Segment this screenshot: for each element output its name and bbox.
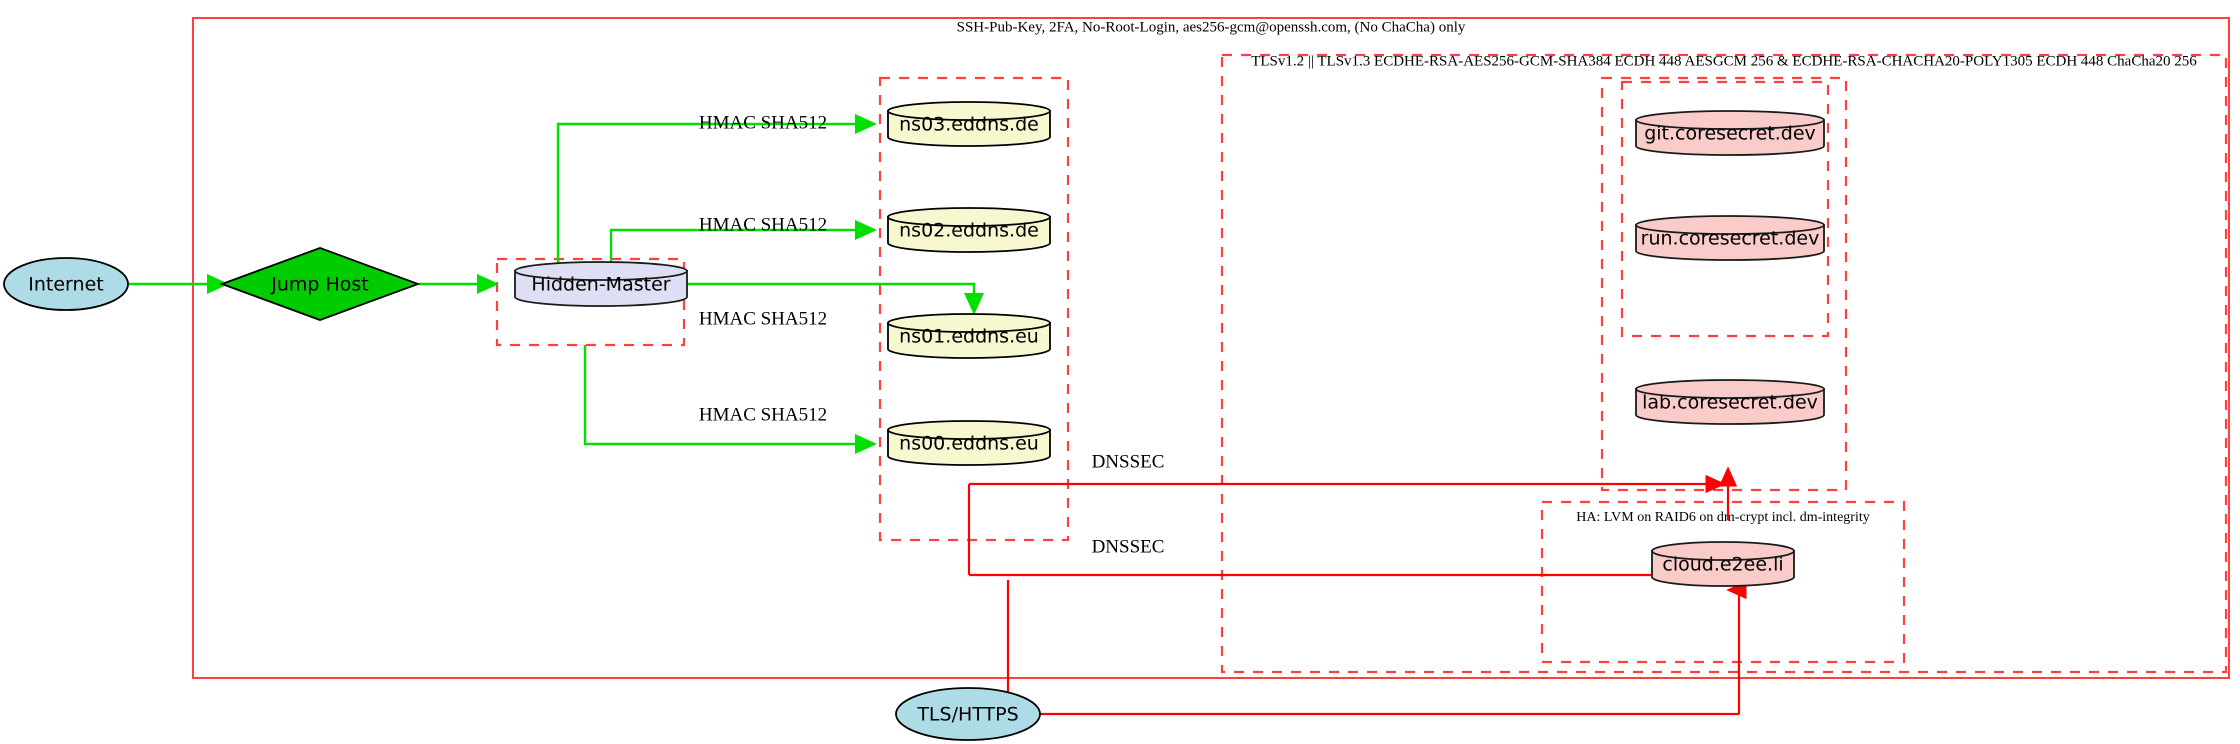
edge-hiddenmaster-to-ns03 <box>556 124 873 266</box>
edge-label-hmac-ns02: HMAC SHA512 <box>699 214 827 235</box>
ns00-body[interactable] <box>887 429 1051 466</box>
edge-hiddenmaster-to-ns01 <box>686 282 974 311</box>
ssh-outer-label: SSH-Pub-Key, 2FA, No-Root-Login, aes256-… <box>957 19 1466 35</box>
git-label: git.coresecret.dev <box>1644 123 1816 145</box>
cluster-nameservers <box>878 76 1070 542</box>
node-cloud-e2ee[interactable]: cloud.e2ee.li <box>1651 541 1795 587</box>
ha-cluster-boundary <box>1540 500 1906 664</box>
coresecret-inner-boundary <box>1620 80 1830 338</box>
cluster-tls: TLSv1.2 || TLSv1.3 ECDHE-RSA-AES256-GCM-… <box>1220 53 2228 674</box>
edge-label-dnssec-lower: DNSSEC <box>1092 536 1165 557</box>
lab-top[interactable] <box>1635 379 1825 399</box>
node-tls-https[interactable]: TLS/HTTPS <box>895 687 1041 741</box>
ns03-top[interactable] <box>887 101 1051 121</box>
ns01-label: ns01.eddns.eu <box>899 326 1039 348</box>
node-run-coresecret[interactable]: run.coresecret.dev <box>1635 215 1825 261</box>
cluster-coresecret <box>1600 76 1848 492</box>
node-lab-coresecret[interactable]: lab.coresecret.dev <box>1635 379 1825 425</box>
ns03-label: ns03.eddns.de <box>899 114 1039 136</box>
edge-hiddenmaster-to-ns00 <box>583 345 873 444</box>
node-jump-host[interactable]: Jump Host <box>219 247 421 321</box>
jump-host-shape[interactable] <box>219 247 421 321</box>
ns00-label: ns00.eddns.eu <box>899 433 1039 455</box>
ns02-body[interactable] <box>887 216 1051 253</box>
cloud-body[interactable] <box>1651 550 1795 587</box>
hidden-master-body[interactable] <box>514 270 688 307</box>
edge-hiddenmaster-to-ns02 <box>609 230 873 266</box>
cluster-ha: HA: LVM on RAID6 on dm-crypt incl. dm-in… <box>1540 500 1906 664</box>
edge-label-hmac-ns03: HMAC SHA512 <box>699 112 827 133</box>
hidden-master-boundary <box>495 257 686 347</box>
ns01-top[interactable] <box>887 313 1051 333</box>
ns-cluster-boundary <box>878 76 1070 542</box>
internet-shape[interactable] <box>3 257 129 311</box>
ns03-body[interactable] <box>887 110 1051 147</box>
hidden-master-top[interactable] <box>514 261 688 281</box>
git-body[interactable] <box>1635 119 1825 156</box>
ha-cluster-label: HA: LVM on RAID6 on dm-crypt incl. dm-in… <box>1576 510 1869 525</box>
edge-tlshttps-to-ha <box>1730 590 1739 714</box>
tls-https-shape[interactable] <box>895 687 1041 741</box>
lab-label: lab.coresecret.dev <box>1642 392 1818 414</box>
git-top[interactable] <box>1635 110 1825 130</box>
coresecret-boundary <box>1600 76 1848 492</box>
tls-cluster-boundary <box>1220 53 2228 674</box>
tls-https-label: TLS/HTTPS <box>916 704 1018 726</box>
internet-label: Internet <box>28 274 103 296</box>
edge-tlshttps-riser-left <box>959 580 1010 701</box>
ns02-top[interactable] <box>887 207 1051 227</box>
jump-host-label: Jump Host <box>270 274 369 296</box>
node-ns01[interactable]: ns01.eddns.eu <box>887 313 1051 359</box>
cloud-top[interactable] <box>1651 541 1795 561</box>
tls-cluster-label: TLSv1.2 || TLSv1.3 ECDHE-RSA-AES256-GCM-… <box>1251 53 2197 69</box>
run-top[interactable] <box>1635 215 1825 235</box>
node-ns03[interactable]: ns03.eddns.de <box>887 101 1051 147</box>
run-label: run.coresecret.dev <box>1641 228 1820 250</box>
edge-label-hmac-ns00: HMAC SHA512 <box>699 404 827 425</box>
edge-label-hmac-ns01: HMAC SHA512 <box>699 308 827 329</box>
edge-label-dnssec-upper: DNSSEC <box>1092 451 1165 472</box>
lab-body[interactable] <box>1635 388 1825 425</box>
ssh-outer-boundary <box>192 17 2230 679</box>
hidden-master-label: Hidden-Master <box>531 274 670 296</box>
node-ns02[interactable]: ns02.eddns.de <box>887 207 1051 253</box>
node-git-coresecret[interactable]: git.coresecret.dev <box>1635 110 1825 156</box>
cluster-ssh-outer: SSH-Pub-Key, 2FA, No-Root-Login, aes256-… <box>192 17 2230 679</box>
cluster-hidden-master <box>495 257 686 347</box>
node-ns00[interactable]: ns00.eddns.eu <box>887 420 1051 466</box>
node-hidden-master[interactable]: Hidden-Master <box>514 261 688 307</box>
ns02-label: ns02.eddns.de <box>899 220 1039 242</box>
green-edge-group: HMAC SHA512 HMAC SHA512 HMAC SHA512 HMAC… <box>122 112 974 444</box>
ns00-top[interactable] <box>887 420 1051 440</box>
run-body[interactable] <box>1635 224 1825 261</box>
red-edge-group: DNSSEC DNSSEC <box>959 451 1739 716</box>
cloud-label: cloud.e2ee.li <box>1662 554 1783 576</box>
node-internet[interactable]: Internet <box>3 257 129 311</box>
ns01-body[interactable] <box>887 322 1051 359</box>
